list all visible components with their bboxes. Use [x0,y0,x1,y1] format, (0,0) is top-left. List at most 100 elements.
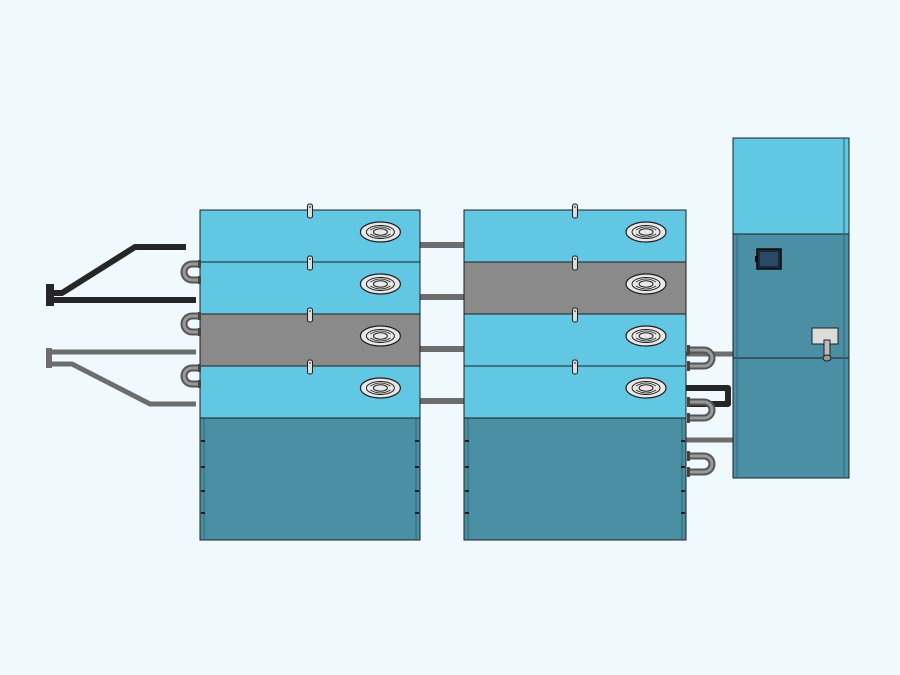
tank-bolt [201,490,205,492]
tank-module [199,359,421,419]
handle-body [307,255,313,271]
tank-body [199,417,421,541]
elbow-flange [198,328,201,336]
vent-core [638,280,654,288]
round-vent-icon [625,377,667,399]
tank-bolt [201,440,205,442]
round-vent-icon [359,221,401,243]
control-cabinet [732,137,850,479]
vent-core [372,280,388,288]
pipe-network [46,242,736,443]
vent-core [638,228,654,236]
elbow-highlight [690,400,714,420]
tank-module [199,255,421,315]
handle-icon [307,359,313,375]
elbow-flange [198,260,201,268]
valve-icon [811,327,839,362]
handle-body [572,255,578,271]
elbow-highlight [690,348,714,368]
elbow-flange [198,364,201,372]
elbow-highlight [182,366,200,386]
handle-body [572,307,578,323]
handle-body [572,359,578,375]
vent-blades [635,226,657,238]
left-group [199,203,421,541]
handle-icon [572,255,578,271]
tank-body [463,417,687,541]
round-vent-icon [625,273,667,295]
tank-bolt [415,512,419,514]
vent-core [372,228,388,236]
vent-core [372,332,388,340]
elbow-highlight [690,454,714,474]
elbow-flange [687,345,690,355]
vent-blades [370,278,391,290]
handle-body [307,307,313,323]
vent-core [372,384,388,392]
valve-outlet [822,354,832,362]
handle-body [307,203,313,219]
vent-ring [631,277,661,291]
round-vent-icon [625,325,667,347]
vent-ring [365,329,395,343]
vent-ring [365,381,395,395]
vent-ring [365,225,395,239]
tank-bolt [465,490,469,492]
round-vent-icon [359,377,401,399]
cabinet-top-panel [732,137,850,235]
vent-core [638,384,654,392]
tank-bolt [201,466,205,468]
tank-module [463,255,687,315]
tank-bolt [465,440,469,442]
vent-ring [631,329,661,343]
tank-groups [199,203,687,541]
inlet-pipe-cap [46,284,54,306]
tank-module [199,307,421,367]
handle-icon [307,203,313,219]
tank-bolt [465,512,469,514]
tank-bolt [465,466,469,468]
elbow-flange [198,312,201,320]
vent-ring [631,225,661,239]
pipe-elbow-icon [180,260,201,284]
feed-pipe-cap [46,348,52,368]
vent-blades [370,330,391,342]
tank-bolt [681,440,685,442]
cabinet-bottom-panel [732,357,850,479]
display-icon [755,248,782,270]
vent-ring [365,277,395,291]
elbow-flange [687,413,690,423]
handle-body [307,359,313,375]
pipe-elbow-icon [687,451,716,477]
vent-blades [635,382,657,394]
elbow-flange [687,361,690,371]
handle-icon [572,307,578,323]
vent-core [638,332,654,340]
elbow-highlight [182,262,200,282]
elbow-highlight [182,314,200,334]
pipe-elbow-icon [180,312,201,336]
vent-blades [635,278,657,290]
tank-bolt [415,440,419,442]
handle-icon [307,307,313,323]
vent-blades [370,382,391,394]
vent-blades [635,330,657,342]
elbow-flange [198,380,201,388]
elbow-flange [687,451,690,461]
tank-bolt [681,490,685,492]
round-vent-icon [359,273,401,295]
tank-bolt [681,512,685,514]
handle-icon [307,255,313,271]
handle-icon [572,203,578,219]
tank-bolt [681,466,685,468]
vent-blades [370,226,391,238]
display-mount [755,256,758,262]
pipe-fittings [180,260,716,477]
elbow-flange [687,397,690,407]
tank-module [463,203,687,263]
right-group [463,203,687,541]
vent-ring [631,381,661,395]
feed-pipe-bottom [48,361,196,407]
pipe-elbow-icon [180,364,201,388]
